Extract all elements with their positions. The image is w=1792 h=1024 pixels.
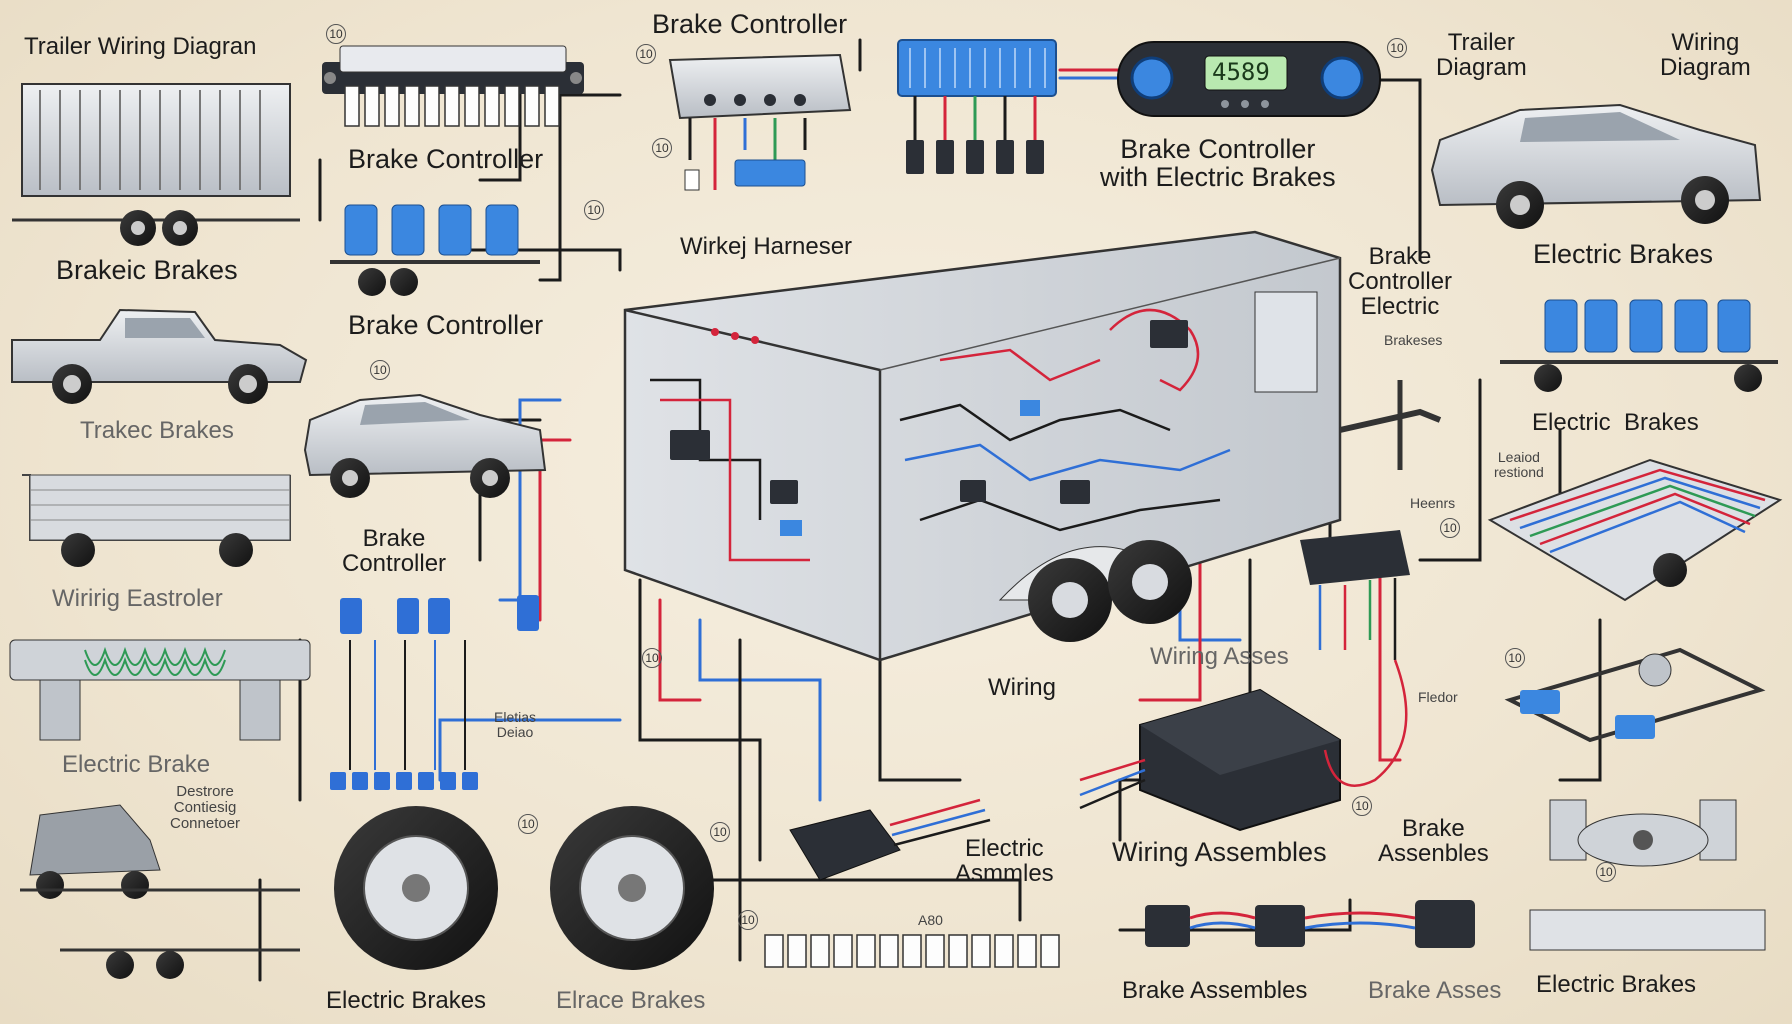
callout-number: 10 [1440,518,1460,538]
callout-number: 10 [710,822,730,842]
label-wiring-eastroler: Wiririg Eastroler [52,585,223,612]
label-brake-controller-left: Brake Controller [348,144,544,174]
hub-assembly-right [1529,799,1766,951]
pickup-truck [11,308,308,404]
main-enclosed-trailer [623,230,1442,662]
label-brake-controller-second: Brake Controller [348,310,544,340]
label-electric-brakes-bottom: Electric Brakes [326,987,487,1014]
in-cab-brake-controller [1117,41,1381,117]
callout-number: 10 [636,44,656,64]
label-wiring-diagram: Wiring Diagram [1660,29,1751,82]
axle-wiring-bundle [9,639,311,741]
blue-relay-row-right [1500,299,1778,392]
callout-number: 10 [1505,648,1525,668]
fuse-block-right [1300,530,1410,660]
label-electric-brake-left: Electric Brake [62,751,211,778]
terminal-block-top-left [322,45,584,127]
axle-assembly-right [1504,647,1766,743]
label-trailer-diagram: Trailer Diagram [1436,29,1527,82]
tractor-with-trailer [20,804,300,979]
callout-number: 10 [1352,796,1372,816]
label-wiring-asses: Wiring Asses [1150,643,1289,670]
label-electric-brakes-bottom-right: Electric Brakes [1536,971,1697,998]
callout-number: 10 [642,648,662,668]
callout-number: 10 [584,200,604,220]
callout-number: 10 [326,24,346,44]
label-brake-controller-center: Brake Controller [342,525,447,578]
callout-number: 10 [1387,38,1407,58]
sedan-right [1430,103,1762,229]
label-electric-brakes-right-top: Electric Brakes [1533,239,1714,269]
terminal-strip-bottom [764,934,1060,968]
label-fledor: Fledor [1418,689,1458,705]
label-elrace-brakes: Elrace Brakes [556,987,706,1014]
blue-connector-strip [897,39,1057,174]
label-trailer-wiring-diagram: Trailer Wiring Diagran [24,33,257,60]
flatbed-trailer-right [1487,458,1783,602]
label-brake-assembles-bottom: Brake Assembles [1122,977,1308,1004]
callout-number: 10 [652,138,672,158]
label-electric-brakes-right-mid: Electric Brakes [1532,409,1699,436]
plug-connector-center [789,798,991,881]
callout-number: 10 [370,360,390,380]
cargo-trailer-left [12,83,300,246]
callout-number: 10 [1596,862,1616,882]
label-brake-controller-electric-right: Brake Controller Electric [1348,243,1453,321]
bottom-connector-pair [1145,900,1475,948]
label-brake-assenbles: Brake Assenbles [1378,815,1489,868]
sedan-center [303,393,547,498]
label-wiring-harness: Wirkej Harneser [680,233,853,260]
label-electric-asmmles: Electric Asmmles [955,835,1054,888]
label-brakeses-small: Brakeses [1384,332,1443,348]
label-eletias-deiao: Eletias Deiao [494,709,537,740]
callout-number: 10 [518,814,538,834]
brake-controller-unit [668,53,852,191]
controller-display-readout: 4589 [1212,58,1270,86]
label-destrore-connetoer: Destrore Contiesig Connetoer [170,783,241,832]
label-brake-controller-top: Brake Controller [652,9,848,39]
brake-wheel-right [550,806,714,970]
label-heenrs: Heenrs [1410,495,1456,511]
brake-wheel-left [334,806,498,970]
blue-relay-row [330,204,540,296]
connector-cluster [330,595,539,790]
label-trakec-brakes: Trakec Brakes [80,417,234,444]
callout-number: 10 [738,910,758,930]
brake-control-module [1079,659,1408,832]
label-brake-controller-with-electric: Brake Controller with Electric Brakes [1100,134,1336,193]
label-wiring: Wiring [988,674,1057,701]
utility-trailer-left [22,474,291,567]
label-a80: A80 [918,912,943,928]
label-leaiod: Leaiod restiond [1494,449,1544,480]
label-wiring-assembles: Wiring Assembles [1112,837,1327,867]
label-brakeic-brakes: Brakeic Brakes [56,255,238,285]
label-brake-asses: Brake Asses [1368,977,1502,1004]
